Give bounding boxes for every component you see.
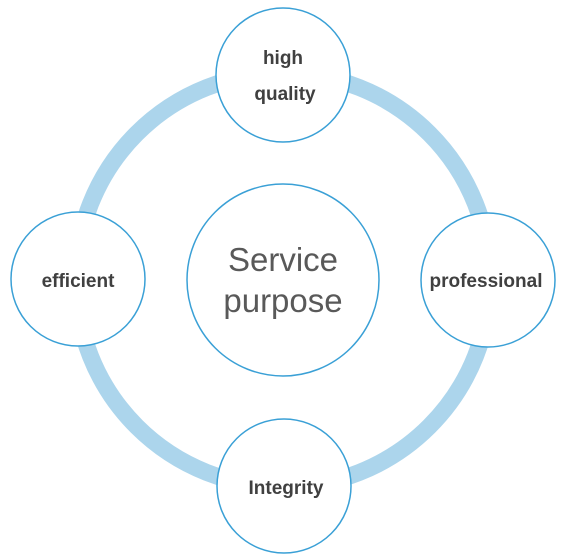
node-circle-top <box>215 7 351 143</box>
node-circle-left <box>10 211 146 347</box>
node-high-quality: high quality <box>215 7 351 143</box>
node-bottom-label: Integrity <box>249 478 324 499</box>
center-label-line1: Service <box>228 241 338 278</box>
node-top-label-line1: high <box>263 48 303 69</box>
node-professional: professional <box>420 212 556 348</box>
node-circle-right <box>420 212 556 348</box>
center-node: Service purpose <box>186 183 380 377</box>
node-integrity: Integrity <box>216 418 352 554</box>
node-left-label: efficient <box>42 271 116 292</box>
node-top-label-line2: quality <box>254 84 316 105</box>
node-efficient: efficient <box>10 211 146 347</box>
node-circle-bottom <box>216 418 352 554</box>
node-right-label: professional <box>430 271 543 292</box>
center-circle <box>186 183 380 377</box>
center-label-line2: purpose <box>223 282 342 319</box>
